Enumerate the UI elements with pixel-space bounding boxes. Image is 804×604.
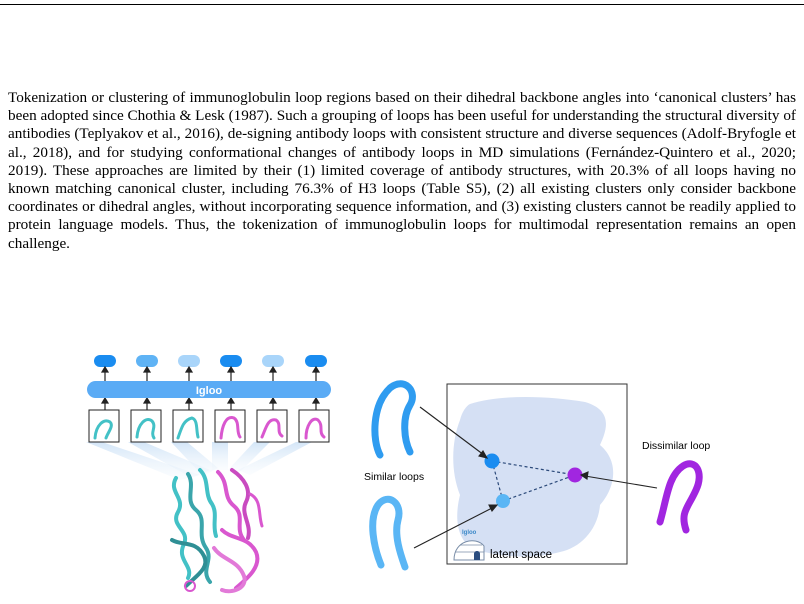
token-pill bbox=[178, 355, 200, 367]
igloo-model-label: Igloo bbox=[196, 385, 223, 397]
crop-beams bbox=[86, 442, 312, 480]
token-pill bbox=[262, 355, 284, 367]
token-pill bbox=[94, 355, 116, 367]
similar-loop-shape bbox=[371, 380, 416, 459]
latent-point-similar-1 bbox=[484, 453, 500, 469]
loop-crop bbox=[88, 409, 120, 443]
body-paragraph: Tokenization or clustering of immunoglob… bbox=[8, 89, 796, 252]
igloo-model-bar bbox=[87, 381, 331, 398]
token-pill bbox=[220, 355, 242, 367]
loop-crop bbox=[130, 409, 162, 443]
crop-loop-shapes bbox=[93, 416, 326, 440]
dissimilar-loop-label: Dissimilar loop bbox=[642, 440, 710, 452]
similar-loop-shape bbox=[369, 495, 409, 571]
similar-loops-label: Similar loops bbox=[364, 471, 424, 483]
latent-space-label: latent space bbox=[490, 549, 552, 561]
igloo-icon: Igloo bbox=[453, 530, 485, 561]
igloo-icon-text: Igloo bbox=[462, 530, 477, 536]
loop-crops bbox=[88, 409, 330, 443]
top-rule bbox=[0, 4, 804, 5]
latent-point-dissimilar bbox=[567, 467, 583, 483]
antibody-structure bbox=[170, 468, 264, 594]
latent-space-region bbox=[453, 397, 614, 557]
latent-point-similar-2 bbox=[496, 494, 510, 508]
dissimilar-loop-shape bbox=[656, 460, 703, 534]
token-pill bbox=[136, 355, 158, 367]
token-pill bbox=[305, 355, 327, 367]
embedding-arrows bbox=[413, 406, 658, 549]
token-row bbox=[94, 355, 327, 367]
token-arrows bbox=[100, 365, 321, 410]
